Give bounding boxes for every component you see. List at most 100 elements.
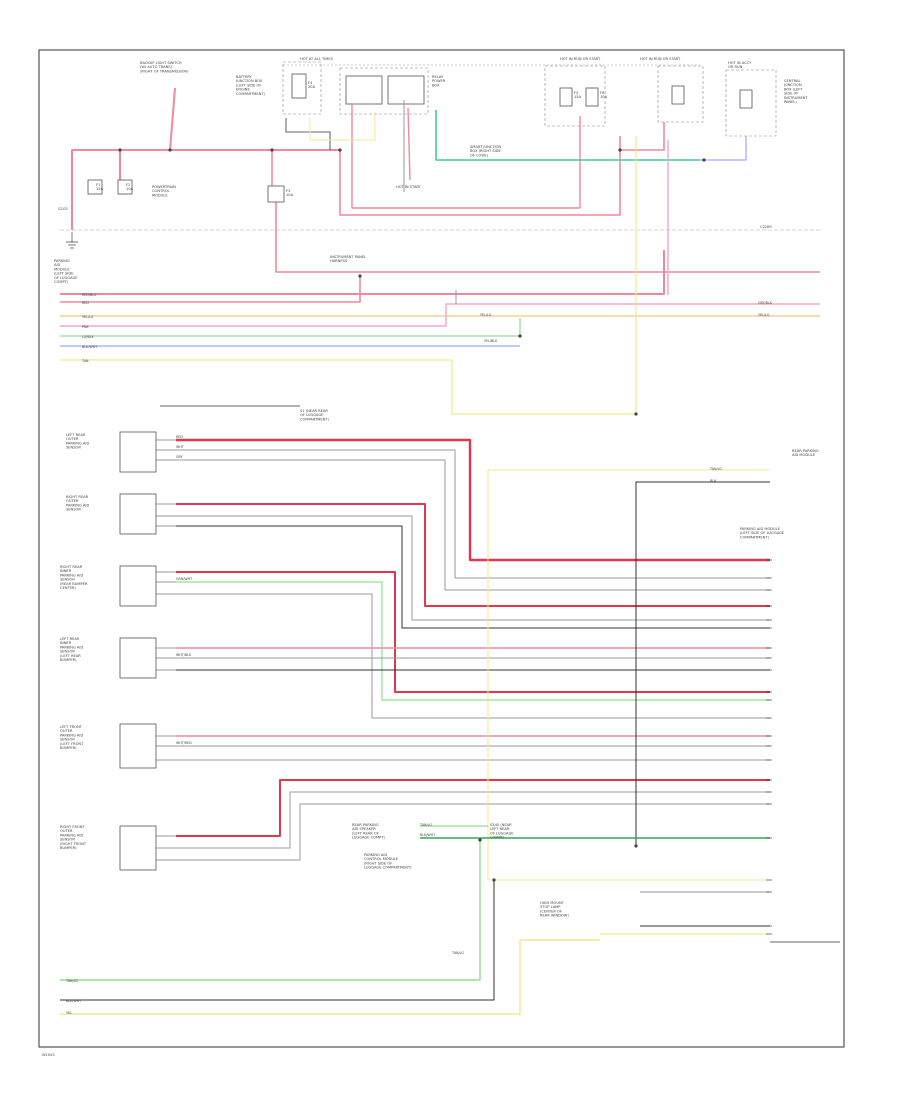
wire-h-tan bbox=[60, 136, 637, 415]
splice-dot-9 bbox=[492, 878, 496, 882]
wire-label-vertical-tan-lgn: TAN/LG bbox=[451, 951, 464, 955]
wire-sensor3-red bbox=[176, 571, 770, 693]
wire-label-lower-blk-wht: BLK/WHT bbox=[420, 833, 436, 837]
wire-h-lgn-blk bbox=[60, 318, 521, 337]
wire-label-red: RED bbox=[82, 301, 89, 305]
fuse-f8-symbol bbox=[739, 89, 753, 109]
wire-label-tan-lgn: TAN/LG bbox=[709, 467, 722, 471]
sensor-box-4 bbox=[119, 637, 157, 679]
splice-dot-4 bbox=[338, 148, 342, 152]
splice-dot-3 bbox=[270, 148, 274, 152]
wire-sensor1-wht bbox=[176, 449, 770, 579]
wire-label-blk: BLK bbox=[710, 479, 717, 483]
wire-sensor1-red bbox=[176, 438, 770, 562]
label-hot-in-run: HOT IN RUN OR START bbox=[560, 57, 601, 61]
splice-dot-7 bbox=[634, 412, 638, 416]
wire-label-s4-wht-blk: WHT/BLK bbox=[176, 653, 192, 657]
splice-dot-8 bbox=[478, 838, 482, 842]
wire-top-blue bbox=[700, 136, 747, 161]
splice-dot-10 bbox=[634, 844, 638, 848]
wire-label-tan: TAN bbox=[81, 359, 89, 363]
ground-icon bbox=[66, 232, 78, 249]
label-top-right-connector: C2289 bbox=[760, 225, 772, 229]
wire-sensor1-gry bbox=[176, 459, 770, 591]
wire-label-blu-wht: BLU/WHT bbox=[82, 345, 98, 349]
splice-dots bbox=[118, 148, 706, 882]
wire-h-pink bbox=[60, 303, 820, 327]
wire-h-red-blu bbox=[60, 250, 665, 295]
sensor-box-2 bbox=[119, 493, 157, 535]
wire-sensor6-wht bbox=[176, 791, 770, 849]
wire-h-red bbox=[60, 276, 361, 303]
wire-label-yel-lgn-r: YEL/LG bbox=[758, 313, 770, 317]
fuse-f5-symbol bbox=[559, 87, 573, 107]
splice-dot-12 bbox=[702, 158, 706, 162]
fuse-f4-symbol bbox=[291, 73, 307, 99]
wire-label-bottom-yel: YEL bbox=[66, 1011, 72, 1015]
wire-bottom-yellow bbox=[60, 939, 600, 1015]
fuse-f3-symbol bbox=[267, 185, 285, 203]
wire-group bbox=[60, 87, 840, 1015]
wire-label-yel-lgn: YEL/LG bbox=[82, 315, 94, 319]
label-ground: G103 bbox=[58, 207, 68, 211]
footer-code: W1043 bbox=[42, 1053, 55, 1057]
wire-sensor6-gry bbox=[176, 803, 770, 861]
wire-top-red-5 bbox=[275, 202, 820, 273]
splice-dot-5 bbox=[358, 274, 362, 278]
wire-top-red-6 bbox=[339, 136, 621, 216]
wire-label-gry-blk: GRY/BLK bbox=[758, 301, 773, 305]
sensor-box-1 bbox=[119, 431, 157, 473]
sensor-box-6 bbox=[119, 825, 157, 871]
wire-label-bottom-blk-wht: BLK/WHT bbox=[66, 999, 82, 1003]
wire-sensor3-gry bbox=[176, 593, 770, 719]
fuse-f6-symbol bbox=[585, 87, 599, 107]
wire-label-red-blu: RED/BLU bbox=[82, 293, 97, 297]
wire-rm-tan bbox=[487, 469, 770, 881]
sensor-box-5 bbox=[119, 723, 157, 769]
wire-label-bottom-tan-lgn: TAN/LG bbox=[65, 979, 78, 983]
fuse-panel-4 bbox=[725, 69, 777, 137]
wire-sensor2-red bbox=[176, 503, 770, 607]
wire-sensor2-wht bbox=[176, 515, 770, 621]
splice-dot-6 bbox=[518, 334, 522, 338]
fuse-f1-symbol bbox=[87, 179, 103, 195]
fuse-f7-symbol bbox=[671, 85, 685, 105]
diagram-frame bbox=[38, 49, 845, 1048]
wire-top-red-1 bbox=[71, 87, 176, 230]
wire-label-lgn-blk: LG/BLK bbox=[82, 335, 95, 339]
relay-2 bbox=[387, 75, 425, 105]
splice-dot-11 bbox=[618, 148, 622, 152]
wire-top-green bbox=[435, 110, 700, 161]
wire-top-yellow bbox=[309, 112, 376, 141]
wire-label-s1-gry: GRY bbox=[176, 455, 184, 459]
label-hot-at-all-times: HOT AT ALL TIMES bbox=[300, 57, 334, 61]
label-hot-in-run-2: HOT IN RUN OR START bbox=[640, 57, 681, 61]
wire-sensor6-red bbox=[176, 779, 770, 837]
